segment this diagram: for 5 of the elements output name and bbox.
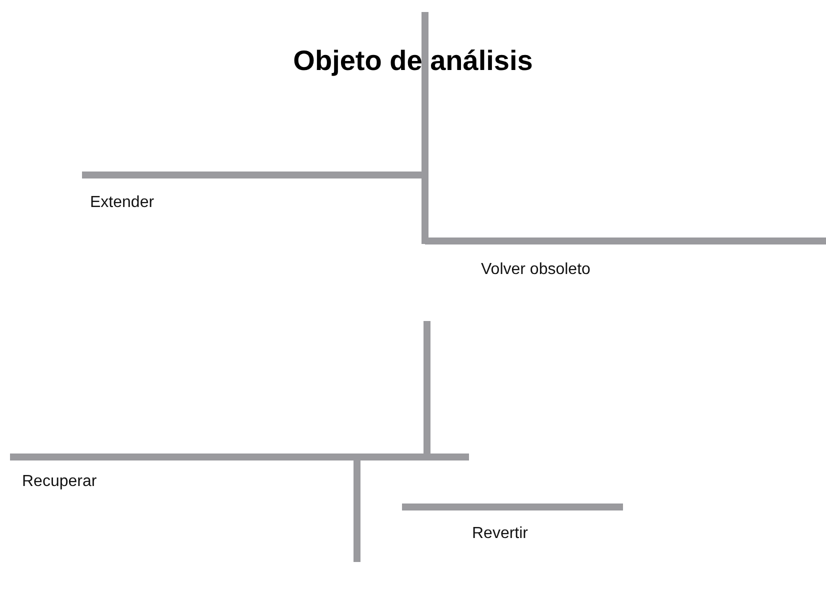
title: Objeto de análisis — [293, 44, 533, 78]
quadrant-label: Volver obsoleto — [481, 260, 590, 280]
quadrant-label: Revertir — [472, 524, 528, 544]
quadrant-label: Recuperar — [22, 472, 97, 492]
quadrant-label: Extender — [90, 193, 154, 213]
